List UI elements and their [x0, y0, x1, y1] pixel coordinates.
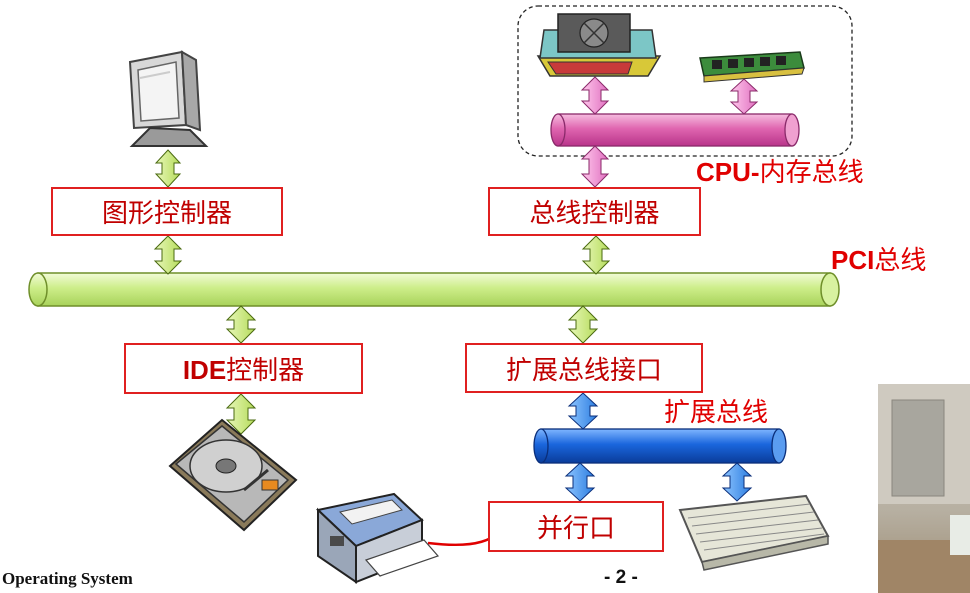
expansion-bus-interface-box: 扩展总线接口	[465, 343, 703, 393]
expansion-bus	[533, 428, 787, 464]
cpu-memory-group-border	[517, 5, 853, 157]
arrow-cpu-bus	[580, 76, 610, 115]
hard-disk-icon	[168, 418, 298, 532]
arrow-cpubus-busctrl	[580, 145, 610, 188]
parallel-port-label: 并行口	[536, 514, 615, 544]
parallel-port-box: 并行口	[488, 501, 664, 552]
cpu-memory-bus	[550, 113, 800, 147]
ide-controller-label: IDE控制器	[183, 350, 304, 387]
cpu-memory-bus-suffix: 内存总线	[759, 158, 864, 188]
arrow-monitor-graphics	[154, 149, 182, 188]
bus-controller-box: 总线控制器	[488, 187, 701, 236]
bus-controller-label: 总线控制器	[529, 199, 660, 229]
graphics-controller-label: 图形控制器	[101, 199, 232, 229]
arrow-expbus-parallel	[564, 462, 596, 502]
expansion-bus-label: 扩展总线	[664, 398, 769, 428]
cpu-icon	[536, 13, 662, 77]
arrow-memory-bus	[729, 78, 759, 115]
keyboard-icon	[678, 494, 830, 571]
course-title: Operating System	[2, 569, 133, 588]
ide-controller-prefix: IDE	[182, 355, 227, 385]
arrow-expbus-keyboard	[721, 462, 753, 502]
ide-controller-box: IDE控制器	[124, 343, 363, 394]
graphics-controller-box: 图形控制器	[51, 187, 283, 236]
monitor-icon	[128, 50, 209, 147]
cpu-memory-bus-prefix: CPU-	[696, 157, 760, 187]
arrow-interface-expbus	[567, 392, 599, 430]
expansion-bus-interface-label: 扩展总线接口	[505, 355, 662, 386]
pci-bus	[28, 272, 840, 307]
page-number: - 2 -	[604, 567, 638, 588]
memory-module-icon	[699, 51, 805, 83]
webcam-video	[878, 384, 970, 593]
arrow-graphics-pci	[153, 235, 183, 275]
arrow-pci-expansion-interface	[567, 305, 599, 344]
ide-controller-suffix: 控制器	[226, 356, 305, 386]
arrow-busctrl-pci	[581, 235, 611, 275]
pci-bus-label: PCI总线	[831, 240, 926, 277]
pci-bus-suffix: 总线	[874, 246, 927, 276]
arrow-pci-ide	[225, 305, 257, 344]
arrow-ide-disk	[225, 393, 257, 435]
pci-bus-prefix: PCI	[831, 245, 875, 275]
printer-icon	[315, 492, 440, 584]
cpu-memory-bus-label: CPU-内存总线	[696, 152, 864, 189]
